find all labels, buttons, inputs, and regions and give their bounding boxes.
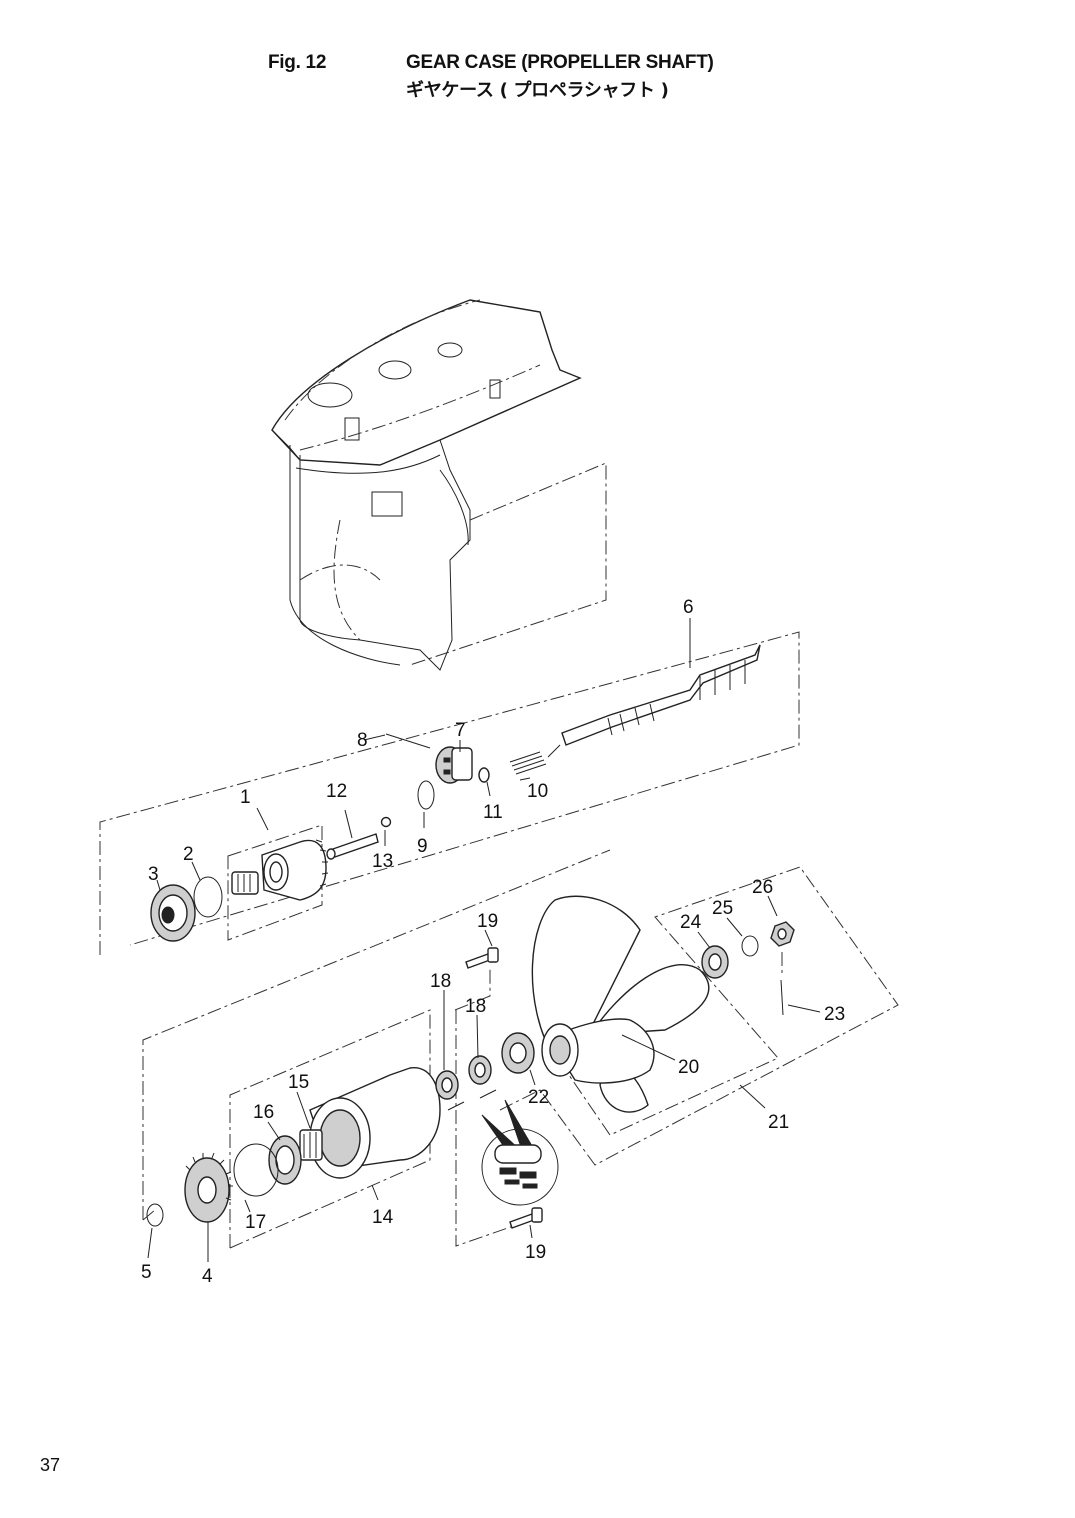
callout-21: 21: [768, 1112, 789, 1133]
callout-4: 4: [202, 1266, 213, 1287]
leader-12: [344, 809, 353, 839]
bolt-link-outline: [454, 968, 491, 1011]
leader-2: [191, 861, 201, 881]
leader-17: [244, 1199, 251, 1213]
leader-11: [486, 781, 491, 797]
needle-bearing: [231, 871, 259, 895]
leader-22: [529, 1069, 536, 1086]
propeller-nut: [770, 921, 795, 947]
cotter-pin: [780, 979, 784, 1016]
bearing-carrier-group-outline: [229, 1009, 431, 1249]
oil-seal-inner: [468, 1055, 492, 1085]
leader-18b: [476, 1014, 479, 1059]
callout-22: 22: [528, 1087, 549, 1108]
leader-3: [156, 879, 161, 891]
callout-8: 8: [357, 730, 368, 751]
lower-group-outline: [142, 849, 611, 1221]
bearing-carrier: [299, 1067, 441, 1179]
propeller-shaft: [561, 644, 761, 746]
leader-23: [787, 1004, 821, 1013]
dog-clutch: [435, 746, 473, 784]
callout-25: 25: [712, 898, 733, 919]
gear-case-housing: [271, 299, 607, 671]
o-ring: [193, 876, 223, 918]
callout-1: 1: [240, 787, 251, 808]
callout-16: 16: [253, 1102, 274, 1123]
propeller-shaft-group-outline: [99, 631, 800, 955]
spacer: [741, 935, 759, 957]
leader-15: [296, 1091, 311, 1129]
leader-21: [739, 1084, 766, 1109]
spring: [509, 744, 561, 775]
callout-20: 20: [678, 1057, 699, 1078]
figure-title-japanese: ギヤケース ( プロペラシャフト ): [406, 80, 669, 101]
leader-1: [256, 807, 269, 831]
snap-ring: [146, 1203, 164, 1227]
cross-pin: [385, 733, 431, 749]
callout-19b: 19: [525, 1242, 546, 1263]
callout-18a: 18: [430, 971, 451, 992]
oil-seal-outer: [435, 1070, 459, 1100]
callout-17: 17: [245, 1212, 266, 1233]
leader-10: [519, 777, 531, 781]
steel-ball: [380, 816, 392, 828]
page-number: 37: [40, 1455, 61, 1475]
figure-number: Fig. 12: [268, 52, 327, 73]
thrust-holder: [501, 1032, 535, 1074]
callout-12: 12: [326, 781, 347, 802]
callout-5: 5: [141, 1262, 152, 1283]
callout-23: 23: [824, 1004, 845, 1025]
leader-5: [147, 1227, 153, 1259]
washer: [701, 945, 729, 979]
leader-26: [767, 895, 778, 917]
retaining-ring: [417, 780, 435, 810]
leader-19b: [529, 1224, 533, 1239]
callout-9: 9: [417, 836, 428, 857]
radial-bearing: [268, 1135, 302, 1185]
bolt-upper: [465, 947, 499, 969]
callout-26: 26: [752, 877, 773, 898]
large-o-ring: [233, 1143, 279, 1197]
callout-15: 15: [288, 1072, 309, 1093]
shift-plunger: [326, 833, 379, 860]
callout-18b: 18: [465, 996, 486, 1017]
leader-14: [371, 1184, 379, 1201]
figure-title-english: GEAR CASE (PROPELLER SHAFT): [406, 52, 714, 73]
taper-roller-bearing: [150, 884, 196, 942]
callout-11: 11: [483, 802, 503, 823]
leader-19a: [484, 929, 493, 947]
leader-25: [726, 917, 743, 937]
seal-detail-magnifier: [447, 1089, 559, 1206]
callout-24: 24: [680, 912, 702, 933]
callout-19a: 19: [477, 911, 498, 932]
callout-10: 10: [527, 781, 548, 802]
callout-2: 2: [183, 844, 194, 865]
leader-24: [697, 931, 711, 949]
callout-7: 7: [455, 720, 466, 741]
bolt-lower: [509, 1207, 543, 1229]
callout-6: 6: [683, 597, 694, 618]
propeller: [531, 895, 710, 1113]
propeller-group-outline: [499, 866, 899, 1166]
reverse-gear: [261, 839, 329, 901]
callout-13: 13: [372, 851, 393, 872]
leader-16: [267, 1121, 281, 1141]
callout-3: 3: [148, 864, 159, 885]
callout-14: 14: [372, 1207, 394, 1228]
leader-20: [621, 1034, 676, 1061]
reverse-gear-group-outline: [227, 824, 323, 941]
leader-8: [363, 734, 386, 741]
forward-gear: [184, 1152, 233, 1223]
detent-ball: [478, 767, 490, 783]
